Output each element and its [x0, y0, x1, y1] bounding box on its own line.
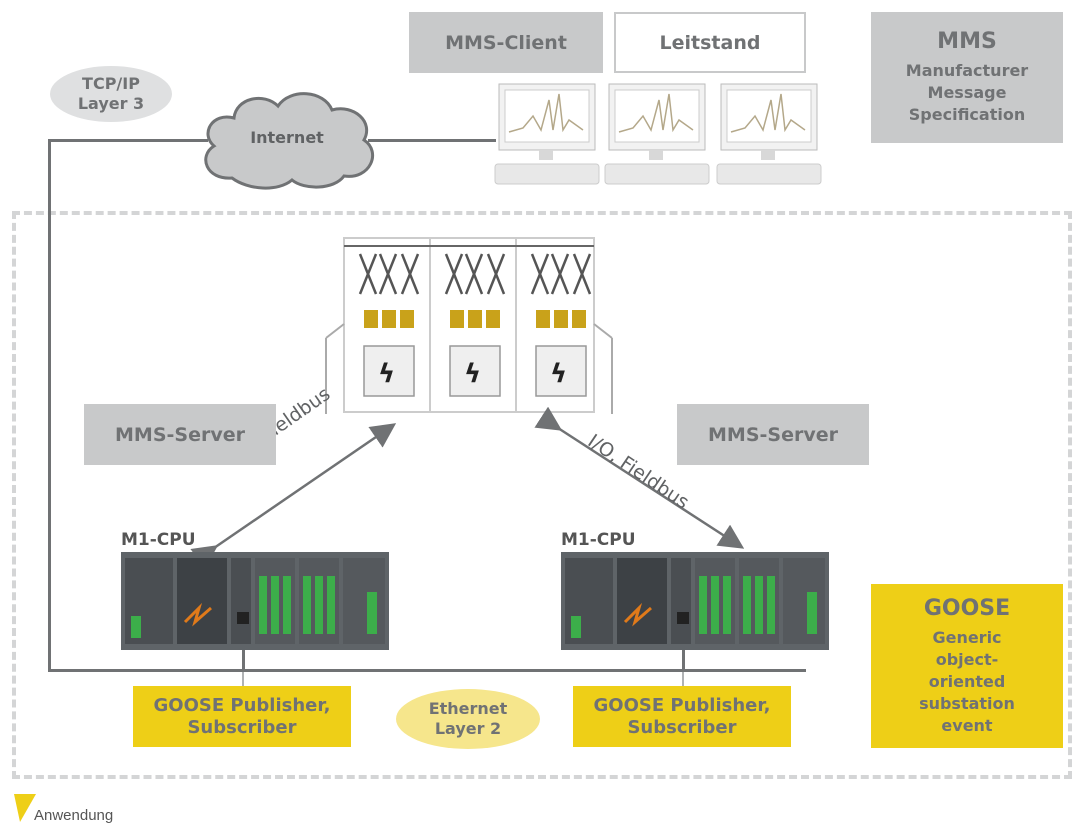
goose-right-connector [682, 672, 684, 686]
fieldbus-arrow-right [534, 406, 745, 549]
ethernet-line2: Layer 2 [434, 719, 502, 738]
mms-info-box: MMS Manufacturer Message Specification [871, 12, 1063, 143]
goose-publisher-left-box: GOOSE Publisher, Subscriber [133, 686, 351, 747]
ethernet-ellipse: Ethernet Layer 2 [396, 689, 540, 749]
goose-left-connector [242, 672, 244, 686]
mms-server-left-box: MMS-Server [84, 404, 276, 465]
leitstand-label: Leitstand [659, 31, 761, 54]
cpu-right-label: M1-CPU [561, 530, 636, 550]
fieldbus-arrow-left [190, 423, 397, 570]
ethernet-line1: Ethernet [428, 699, 508, 718]
mms-server-left-label: MMS-Server [115, 423, 245, 446]
plc-rack-left [121, 552, 389, 650]
mms-client-label: MMS-Client [445, 31, 567, 54]
substation-boundary [12, 211, 1072, 779]
goose-publisher-right-box: GOOSE Publisher, Subscriber [573, 686, 791, 747]
svg-text:ϟ: ϟ [464, 359, 481, 389]
workstation-1 [494, 83, 600, 185]
footer-label: Anwendung [34, 807, 114, 824]
network-line-vertical [48, 139, 51, 671]
mms-server-right-box: MMS-Server [677, 404, 869, 465]
tcpip-line1: TCP/IP [82, 74, 140, 93]
svg-text:ϟ: ϟ [378, 359, 395, 389]
cpu-left-label: M1-CPU [121, 530, 196, 550]
cpu-left-drop [242, 640, 245, 670]
tcpip-ellipse: TCP/IP Layer 3 [50, 66, 172, 122]
internet-cloud-icon [204, 92, 375, 190]
goose-description: Generic object-oriented substation event [919, 627, 1015, 735]
plc-rack-right [561, 552, 829, 650]
workstation-2 [604, 83, 710, 185]
workstation-monitors [494, 83, 822, 185]
goose-title: GOOSE [923, 595, 1011, 621]
internet-label: Internet [250, 128, 324, 147]
mms-client-box: MMS-Client [409, 12, 603, 73]
mms-server-right-label: MMS-Server [708, 423, 838, 446]
goose-publisher-left-label: GOOSE Publisher, Subscriber [153, 694, 331, 738]
mms-title: MMS [937, 29, 997, 54]
mms-description: Manufacturer Message Specification [905, 61, 1029, 124]
tcpip-line2: Layer 3 [77, 94, 145, 113]
network-line-top-right [368, 139, 496, 142]
goose-info-box: GOOSE Generic object-oriented substation… [871, 584, 1063, 748]
network-line-top [48, 139, 208, 142]
goose-publisher-right-label: GOOSE Publisher, Subscriber [593, 694, 771, 738]
corner-marker-icon [14, 794, 36, 822]
workstation-3 [716, 83, 822, 185]
network-line-bottom [48, 669, 806, 672]
switchgear-illustration: ϟ ϟ ϟ [325, 237, 613, 414]
cpu-right-drop [682, 640, 685, 670]
svg-text:ϟ: ϟ [550, 359, 567, 389]
leitstand-box: Leitstand [614, 12, 806, 73]
